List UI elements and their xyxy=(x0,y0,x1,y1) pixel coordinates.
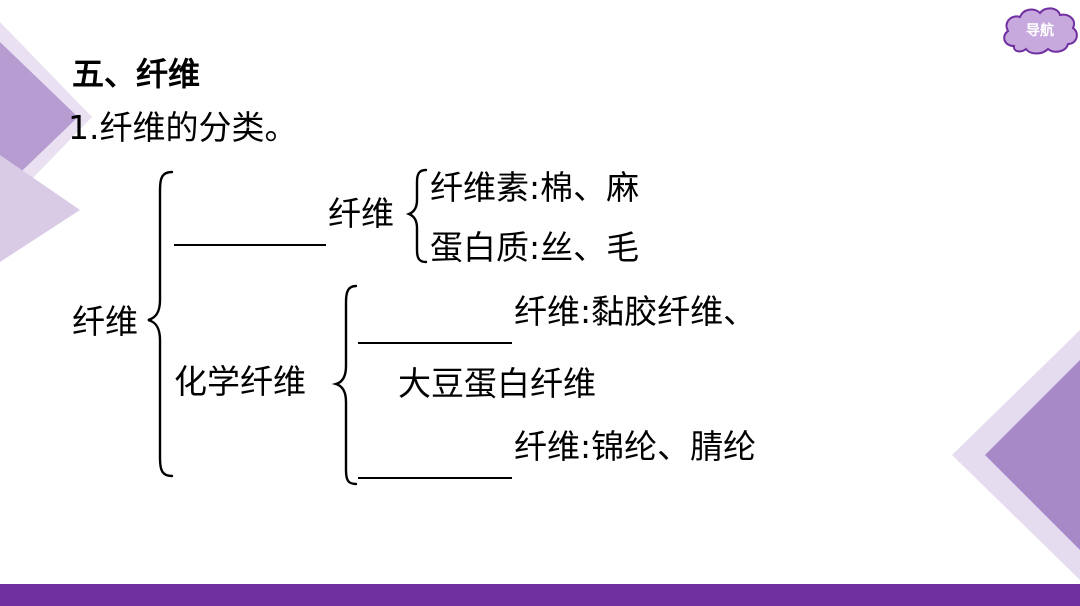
tree-root: 纤维 xyxy=(72,302,138,341)
chemical-fibre-label: 化学纤维 xyxy=(174,362,306,401)
nav-label: 导航 xyxy=(1026,23,1054,39)
subtitle: 1.纤维的分类。 xyxy=(68,108,298,147)
chemical-child-1-line2: 大豆蛋白纤维 xyxy=(398,364,596,403)
blank-natural-fibre xyxy=(174,244,326,246)
natural-child-cellulose: 纤维素:棉、麻 xyxy=(430,168,640,207)
blank-regenerated-fibre xyxy=(358,342,512,344)
section-title: 五、纤维 xyxy=(72,55,201,93)
natural-child-protein: 蛋白质:丝、毛 xyxy=(430,228,640,267)
chemical-child-1-line1: 纤维:黏胶纤维、 xyxy=(514,292,757,331)
bottom-accent-bar xyxy=(0,584,1080,606)
cloud-icon xyxy=(1003,7,1078,55)
chemical-child-2: 纤维:锦纶、腈纶 xyxy=(514,427,757,466)
blank-synthetic-fibre xyxy=(358,477,512,479)
natural-fibre-suffix: 纤维 xyxy=(328,194,394,233)
nav-button[interactable]: 导航 xyxy=(998,4,1080,60)
